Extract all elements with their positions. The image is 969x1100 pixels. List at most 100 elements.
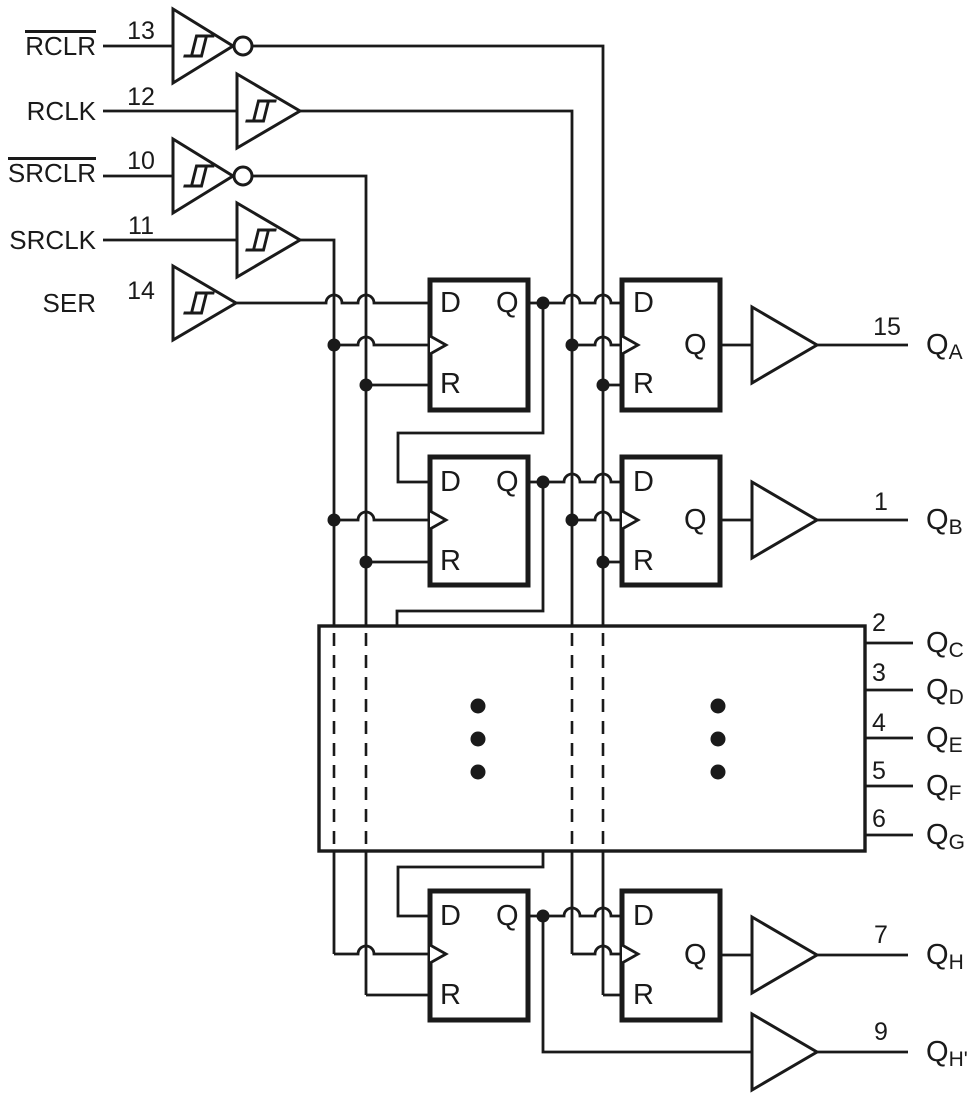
stage-b-latch-clock-wire	[572, 510, 622, 522]
schmitt-buffer-ser	[171, 263, 239, 343]
stage-b-q-to-d-wire	[528, 472, 622, 484]
pin-label-12: 12	[127, 83, 155, 111]
clock-wedge-icon	[429, 334, 449, 356]
shift-ff-h-q-label: Q	[496, 900, 519, 932]
stage-a-clock-wire	[334, 335, 430, 347]
schmitt-buffer-rclk	[235, 71, 303, 151]
storage-ff-b-q-label: Q	[684, 504, 707, 536]
schmitt-buffer-rclr	[171, 6, 254, 86]
pin-label-9: 9	[874, 1018, 888, 1046]
inverter-bubble	[232, 35, 254, 57]
output-buffer-qb	[750, 479, 820, 561]
pin-label-1: 1	[874, 488, 888, 516]
output-buffer-qh	[750, 914, 820, 996]
hysteresis-icon	[183, 164, 215, 188]
hysteresis-icon	[245, 228, 277, 252]
output-label-qf: QF	[926, 770, 962, 805]
qh-prime-feed-wire	[541, 916, 752, 1054]
input-label-srclr: SRCLR	[7, 157, 96, 188]
shift-ff-b-q-label: Q	[496, 466, 519, 498]
stage-a-to-b-feedback	[396, 303, 545, 484]
flipflops	[427, 277, 723, 1023]
output-label-qc: QC	[926, 627, 964, 662]
storage-ff-h-q-label: Q	[684, 939, 707, 971]
pin-label-2: 2	[872, 609, 886, 637]
schmitt-buffer-srclk	[235, 200, 303, 280]
input-label-rclk: RCLK	[26, 96, 96, 126]
ser-data-wire	[236, 293, 430, 305]
rclr-bus-wire	[252, 44, 605, 626]
pin-label-6: 6	[872, 805, 886, 833]
storage-ff-b-d-label: D	[633, 466, 654, 498]
hysteresis-icon	[245, 99, 277, 123]
shift-ff-h	[427, 888, 531, 1023]
stage-h-wires	[334, 906, 908, 1054]
storage-ff-h	[619, 888, 723, 1023]
output-buffer-qa	[750, 304, 820, 386]
stage-a-q-to-d-wire	[528, 293, 622, 305]
output-label-qb: QB	[926, 504, 963, 539]
hysteresis-icon	[183, 34, 215, 58]
input-label-ser: SER	[42, 288, 96, 318]
output-label-qg: QG	[926, 819, 965, 854]
output-buffer-qh-prime	[750, 1011, 820, 1093]
pin-label-13: 13	[127, 17, 155, 45]
rclk-bus-wire	[300, 109, 574, 626]
repeated-stages-outline	[317, 624, 867, 853]
box-to-stage-h-feedback	[396, 851, 545, 918]
hysteresis-icon	[183, 291, 215, 315]
clock-wedge-icon	[621, 509, 641, 531]
inverter-bubble	[232, 165, 254, 187]
storage-ff-a-d-label: D	[633, 287, 654, 319]
pin-label-10: 10	[127, 147, 155, 175]
shift-ff-h-r-label: R	[440, 979, 461, 1011]
qc-qg-output-stubs	[865, 641, 913, 837]
stage-b-wires	[334, 472, 908, 627]
input-label-rclr: RCLR	[25, 30, 96, 61]
storage-ff-a-r-label: R	[633, 368, 654, 400]
pin-label-11: 11	[128, 212, 154, 240]
pin-label-3: 3	[872, 659, 886, 687]
stage-a-wires	[334, 293, 908, 484]
srclr-bus-wire	[252, 174, 368, 626]
clock-wedge-icon	[621, 943, 641, 965]
output-label-qd: QD	[926, 674, 964, 709]
storage-ff-h-d-label: D	[633, 900, 654, 932]
stage-b-clock-wire	[334, 510, 430, 522]
ellipsis-dots	[470, 698, 726, 780]
shift-ff-a-r-label: R	[440, 368, 461, 400]
input-buffers	[171, 6, 303, 343]
shift-ff-b-r-label: R	[440, 545, 461, 577]
stage-h-q-to-d-wire	[528, 906, 622, 918]
pin-label-7: 7	[874, 921, 888, 949]
pin-label-5: 5	[872, 757, 886, 785]
storage-ff-h-r-label: R	[633, 979, 654, 1011]
shift-ff-b-d-label: D	[440, 466, 461, 498]
output-label-qe: QE	[926, 722, 963, 757]
junction-dots	[327, 296, 610, 923]
schmitt-buffer-srclr	[171, 136, 254, 216]
stage-a-latch-clock-wire	[572, 335, 622, 347]
bus-wires	[103, 44, 605, 995]
input-label-srclk: SRCLK	[9, 225, 96, 255]
stage-h-latch-clock-wire	[572, 944, 622, 956]
srclk-bus-wire	[300, 238, 336, 626]
output-label-qh-prime: QH'	[926, 1036, 968, 1071]
output-label-qa: QA	[926, 329, 963, 364]
output-buffers	[750, 304, 820, 1093]
clock-wedge-icon	[429, 509, 449, 531]
repeated-stages-box	[317, 624, 913, 918]
output-label-qh: QH	[926, 939, 964, 974]
storage-ff-a-q-label: Q	[684, 329, 707, 361]
shift-ff-a-d-label: D	[440, 287, 461, 319]
shift-ff-a-q-label: Q	[496, 287, 519, 319]
pin-label-14: 14	[127, 277, 155, 305]
clock-wedge-icon	[621, 334, 641, 356]
pin-label-15: 15	[873, 313, 901, 341]
pin-label-4: 4	[872, 709, 886, 737]
stage-b-to-box-feedback	[395, 482, 545, 627]
clock-wedge-icon	[429, 943, 449, 965]
stage-h-clock-wire	[334, 944, 430, 956]
